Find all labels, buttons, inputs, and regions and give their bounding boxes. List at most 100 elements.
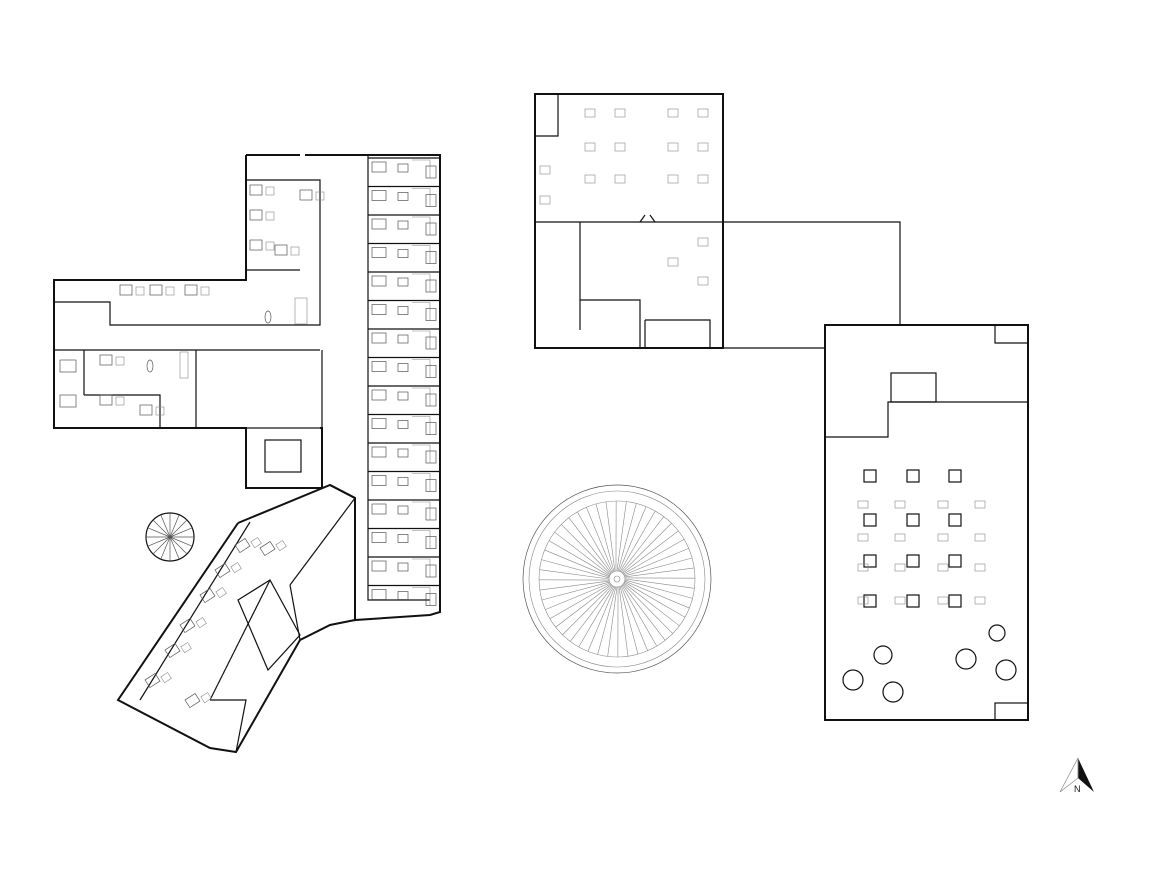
unit-closet [425, 251, 437, 264]
room-fixture [149, 284, 163, 296]
table [863, 554, 877, 568]
dome-spoke [555, 584, 612, 628]
dome-spoke [562, 585, 613, 635]
dome-spoke [586, 507, 614, 573]
room-fixture [115, 356, 125, 366]
seat [697, 237, 709, 247]
dome-spoke [561, 524, 611, 575]
room-fixture [139, 404, 153, 416]
seat [974, 596, 986, 605]
seat [667, 174, 679, 184]
unit-bed [371, 589, 387, 600]
unit-bed [371, 190, 387, 201]
seat [697, 174, 709, 184]
seat [667, 142, 679, 152]
dome-spoke [618, 506, 647, 572]
seat [974, 563, 986, 572]
top-hall [534, 93, 901, 349]
unit-bed [371, 418, 387, 429]
seat [974, 500, 986, 509]
right-hall-seating [857, 469, 986, 608]
unit-door [412, 216, 431, 235]
unit-bed [371, 389, 387, 401]
unit-bath [397, 448, 409, 458]
unit-bed [371, 503, 387, 515]
unit-bath [397, 334, 409, 344]
unit-closet [425, 564, 437, 578]
room-fixture [299, 189, 313, 201]
room-fixture [274, 244, 288, 256]
room-fixture [315, 191, 325, 201]
stair-tread [160, 536, 171, 560]
room-fixture [249, 184, 263, 196]
stair-tread [169, 519, 188, 538]
seat [584, 108, 596, 118]
seat [857, 533, 869, 542]
dome-spoke [624, 581, 686, 618]
table [863, 594, 877, 608]
room-fixture [99, 394, 113, 406]
room-fixture [249, 209, 263, 221]
seat [614, 174, 626, 184]
room-fixture [259, 540, 276, 557]
unit-door [412, 387, 431, 406]
seat [937, 500, 949, 509]
room-fixture [214, 562, 231, 579]
unit-door [412, 501, 431, 520]
dome-spoke [607, 586, 618, 657]
stair-tread [169, 536, 180, 560]
unit-closet [425, 593, 437, 606]
radial-dome-icon [522, 484, 712, 674]
dome-spoke [621, 523, 672, 573]
seat [937, 596, 949, 605]
table [906, 513, 920, 527]
dome-spoke [623, 583, 673, 634]
dome-spoke [622, 584, 666, 641]
room-fixture [180, 642, 192, 654]
dome-spoke [569, 585, 614, 642]
north-arrow-icon: N [1059, 757, 1094, 794]
room-fixture [144, 672, 161, 689]
unit-bath [397, 477, 409, 486]
unit-bath [397, 277, 409, 287]
unit-bed [371, 161, 387, 173]
room-bed [59, 359, 77, 373]
dome-spoke [578, 586, 615, 648]
dome-spoke [544, 549, 610, 578]
unit-door [412, 359, 431, 378]
dome-spoke [539, 569, 610, 580]
unit-door [412, 416, 431, 435]
seat [857, 563, 869, 572]
table [948, 594, 962, 608]
unit-bath [397, 192, 409, 201]
room-fixture [249, 239, 263, 251]
unit-bed [371, 361, 387, 372]
dome-spoke [619, 510, 656, 572]
unit-door [412, 302, 431, 321]
room-fixture [195, 617, 207, 629]
dome-spoke [622, 530, 679, 574]
room-fixture [184, 692, 201, 709]
unit-bath [397, 363, 409, 372]
room-fixture [135, 286, 145, 296]
unit-bed [371, 332, 387, 344]
unit-bed [371, 247, 387, 258]
room-fixture [199, 587, 216, 604]
dome-spoke [624, 567, 695, 578]
seat [894, 596, 906, 605]
unit-closet [425, 279, 437, 293]
dome-spoke [549, 583, 611, 619]
table [906, 554, 920, 568]
unit-closet [425, 336, 437, 350]
dome-spoke [605, 501, 616, 572]
room-fixture [200, 692, 212, 704]
dome-spoke [595, 503, 615, 572]
dome-spoke [618, 586, 629, 657]
unit-bath [397, 534, 409, 543]
residential-wing [53, 154, 441, 754]
diagonal-wing-rooms [144, 537, 287, 709]
upper-left-rooms [59, 184, 325, 416]
unit-bath [397, 391, 409, 401]
seat [894, 533, 906, 542]
stair-tread [147, 527, 171, 538]
